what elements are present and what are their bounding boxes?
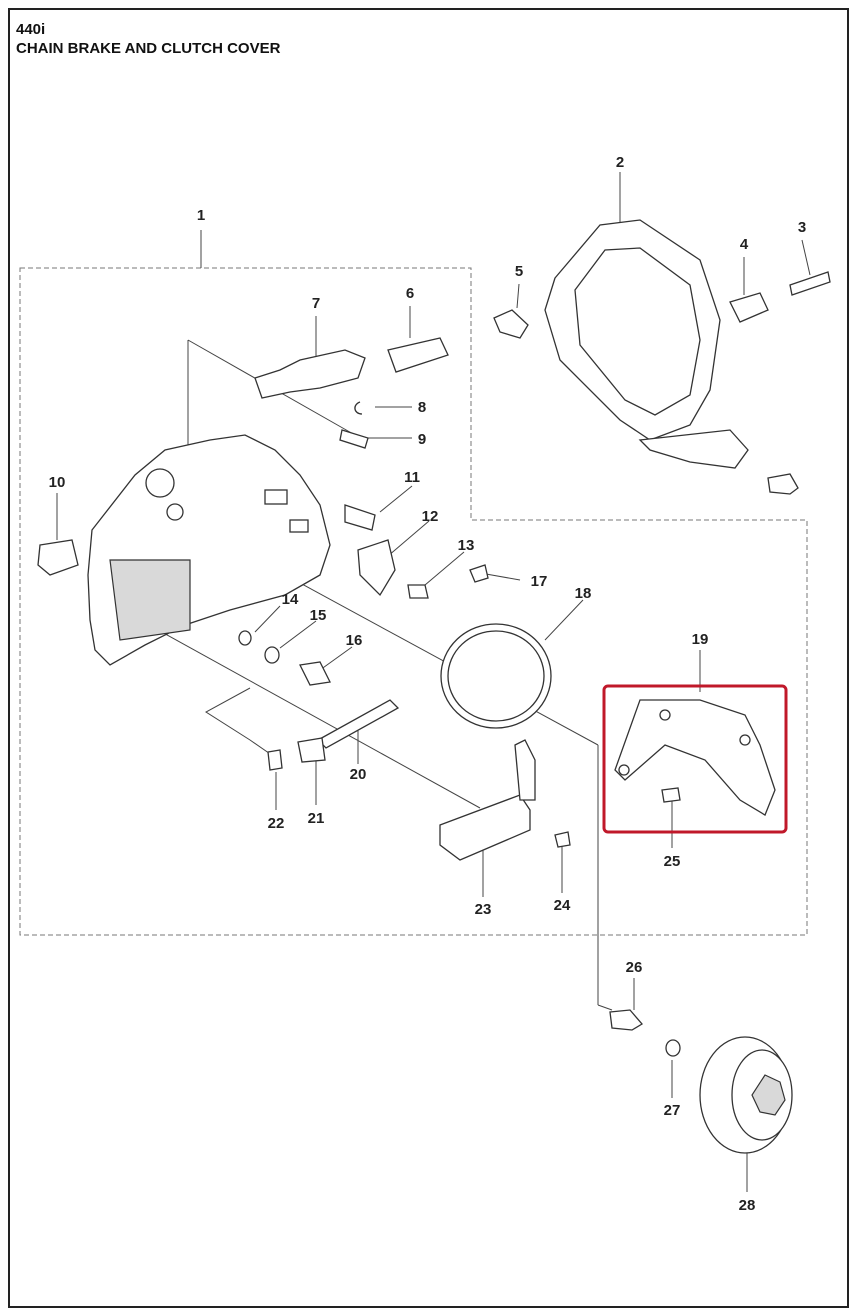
callout-10: 10 [49,474,66,491]
callout-5: 5 [515,263,523,280]
callout-21: 21 [308,810,325,827]
callout-3: 3 [798,219,806,236]
callout-16: 16 [346,632,363,649]
highlight-box [602,684,788,834]
callout-labels: 1 2 3 4 5 6 7 8 9 10 11 12 13 14 15 16 1… [49,154,807,1214]
callout-27: 27 [664,1102,681,1119]
assembly-boundary [19,267,808,936]
callout-4: 4 [740,236,749,253]
callout-25: 25 [664,853,681,870]
small-parts [37,271,831,1154]
callout-17: 17 [531,573,548,590]
callout-28: 28 [739,1197,756,1214]
callout-7: 7 [312,295,320,312]
callout-18: 18 [575,585,592,602]
callout-1: 1 [197,207,205,224]
callout-11: 11 [404,469,420,486]
callout-8: 8 [418,399,426,416]
callout-9: 9 [418,431,426,448]
callout-20: 20 [350,766,367,783]
callout-22: 22 [268,815,285,832]
page-frame [8,8,849,1308]
callout-23: 23 [475,901,492,918]
clutch-plate-19 [614,699,776,816]
diagram-title: CHAIN BRAKE AND CLUTCH COVER [16,40,281,57]
callout-12: 12 [422,508,439,525]
leader-lines [56,172,811,1192]
callout-24: 24 [554,897,571,914]
callout-13: 13 [458,537,475,554]
model-name: 440i [16,21,46,38]
clutch-cover [87,434,331,666]
callout-2: 2 [616,154,624,171]
callout-26: 26 [626,959,643,976]
callout-15: 15 [310,607,327,624]
callout-6: 6 [406,285,414,302]
callout-14: 14 [282,591,299,608]
brake-handle [544,219,799,495]
callout-19: 19 [692,631,709,648]
